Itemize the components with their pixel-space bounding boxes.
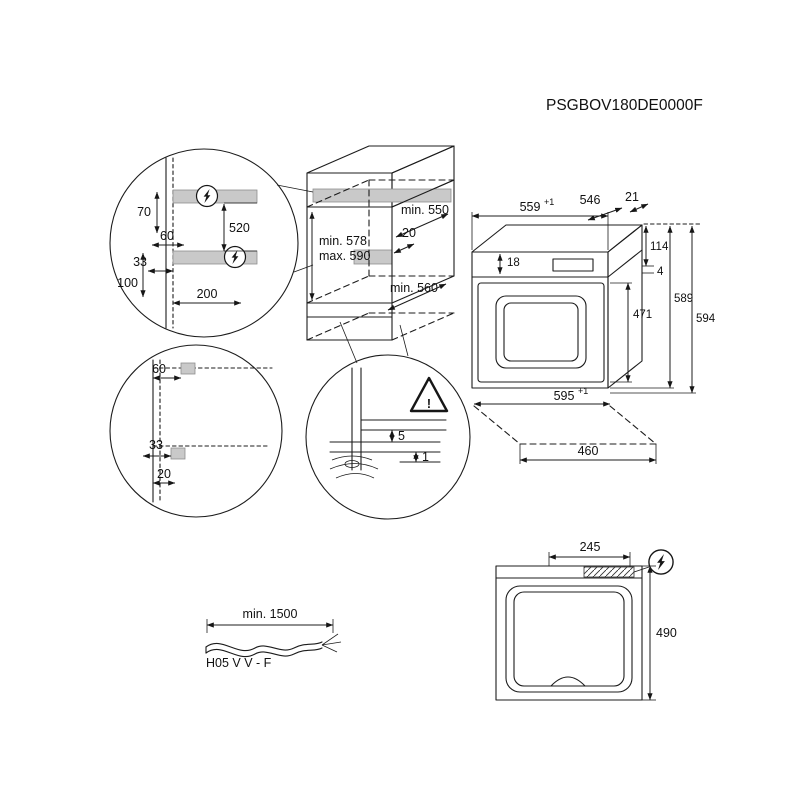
fixing-hole-bottom (170, 447, 186, 460)
dim-4: 4 (657, 266, 664, 278)
cabinet-dimensions: min. 550 20 min. 578 max. 590 min. 560 (309, 203, 449, 311)
dim-height-589: 589 (674, 293, 693, 305)
wood-grain (329, 455, 379, 479)
dim-niche-top-depth: min. 550 (401, 203, 449, 217)
dim-depth-460: 460 (578, 444, 599, 458)
door-window-outer (495, 295, 587, 369)
dim-niche-bottom-depth: min. 560 (390, 281, 438, 295)
dim-18: 18 (507, 257, 520, 269)
dim-33: 33 (149, 438, 163, 452)
dim-width-559: 559 (520, 200, 541, 214)
electrical-connection-icon (195, 184, 219, 208)
detail-holes-callout: 60 33 20 (109, 344, 283, 518)
warning-triangle-icon: ! (409, 376, 449, 413)
dim-door-height-471: 471 (633, 309, 652, 321)
connection-zone-hatch (583, 566, 635, 578)
oven-dimensions: 559 +1 546 21 18 114 4 471 589 594 (471, 190, 716, 464)
detail-rails-dimensions: 70 60 520 33 100 200 (117, 191, 257, 306)
electrical-connection-icon (648, 549, 674, 575)
dim-width-tolerance: +1 (544, 197, 554, 207)
electrical-connection-icon (223, 245, 247, 269)
dim-33: 33 (133, 255, 147, 269)
oven-display (552, 258, 594, 272)
dim-niche-height-max: max. 590 (319, 249, 370, 263)
cabinet-drawing: min. 550 20 min. 578 max. 590 min. 560 (276, 145, 455, 364)
detail-gap-dimensions: 5 1 (389, 429, 429, 464)
door-window-inner (503, 302, 579, 362)
dim-100: 100 (117, 276, 138, 290)
mounting-rail-highlight-top (312, 188, 452, 203)
oven-outline (471, 224, 657, 445)
detail-gap-callout: 5 1 ! (305, 354, 471, 520)
dim-60: 60 (160, 229, 174, 243)
oven-drawing: 559 +1 546 21 18 114 4 471 589 594 (471, 190, 716, 464)
warning-exclamation: ! (427, 397, 431, 411)
dim-top-depth-546: 546 (580, 193, 601, 207)
dim-rear-ledge-21: 21 (625, 190, 639, 204)
detail-rails-callout: 70 60 520 33 100 200 (109, 148, 299, 338)
cable-drawing: min. 1500 H05 V V - F (205, 607, 342, 670)
cable-length: min. 1500 (243, 607, 298, 621)
oven-door (477, 282, 605, 383)
dim-114: 114 (650, 241, 669, 253)
cabinet-outline (306, 145, 455, 341)
dim-200: 200 (197, 287, 218, 301)
dim-245: 245 (580, 540, 601, 554)
cable-body (205, 633, 342, 658)
dim-rail-offset: 20 (402, 226, 416, 240)
dim-520: 520 (229, 221, 250, 235)
dim-total-width-595: 595 (554, 389, 575, 403)
dim-total-width-tolerance: +1 (578, 386, 588, 396)
part-code: PSGBOV180DE0000F (546, 97, 703, 114)
cable-type: H05 V V - F (206, 656, 272, 670)
callout-leader-lines (276, 184, 409, 364)
top-view-drawing: 245 490 (495, 540, 677, 701)
top-view-outline (495, 565, 643, 701)
dim-60: 60 (152, 362, 166, 376)
dim-height-594: 594 (696, 313, 716, 325)
dim-1: 1 (422, 450, 429, 464)
dim-20: 20 (157, 467, 171, 481)
dim-490: 490 (656, 626, 677, 640)
detail-holes-dimensions: 60 33 20 (142, 362, 182, 486)
dim-5: 5 (398, 429, 405, 443)
fixing-hole-top (180, 362, 196, 375)
top-view-dimensions: 245 490 (548, 540, 677, 701)
dim-niche-height-min: min. 578 (319, 234, 367, 248)
dim-70: 70 (137, 205, 151, 219)
